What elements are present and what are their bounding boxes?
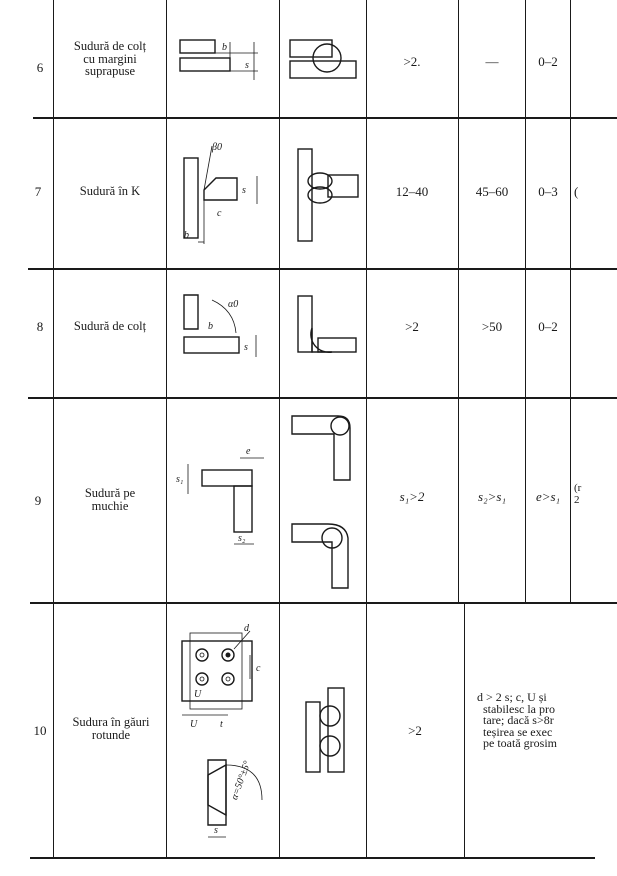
thickness-value: 12–40 <box>395 184 429 199</box>
dim-e-label: e <box>246 446 251 457</box>
angle-value: s₂>s₁ <box>478 489 506 504</box>
thickness-value: s₁>2 <box>399 489 425 504</box>
column-divider <box>279 0 281 857</box>
dim-s1-label: s₁ <box>176 474 183 485</box>
column-divider <box>166 0 168 857</box>
joint-name: Sudură în K <box>79 184 141 198</box>
column-divider <box>464 602 466 857</box>
column-divider <box>53 0 55 857</box>
thickness-value: >2 <box>405 319 419 334</box>
weld-section-drawing <box>289 39 357 79</box>
row-divider <box>28 268 617 270</box>
column-divider <box>458 0 460 602</box>
dim-c-label: c <box>217 208 222 219</box>
dim-s-label: s <box>242 185 246 196</box>
table-bottom-rule <box>30 857 595 859</box>
angle-value: >50 <box>481 319 503 334</box>
joint-preparation-drawing: d c U U t α=50°±5° s <box>181 623 263 838</box>
edge-fragment: (r 2 <box>574 482 582 506</box>
joint-preparation-drawing: b s <box>179 39 258 80</box>
dim-d-label: d <box>244 623 250 634</box>
dim-s-label: s <box>245 60 249 71</box>
thickness-value: >2 <box>408 723 422 738</box>
column-divider <box>366 0 368 857</box>
weld-section-drawing <box>297 295 357 353</box>
row-number: 10 <box>33 723 47 738</box>
joint-name: Sudură de colț cu margini suprapuse <box>73 39 147 78</box>
joint-preparation-drawing: s₁ e s₂ <box>176 446 264 545</box>
weld-section-drawing <box>297 148 359 242</box>
gap-value: 0–2 <box>538 54 558 69</box>
row-divider <box>33 117 617 119</box>
joint-name: Sudura în găuri rotunde <box>72 715 150 742</box>
row-number: 8 <box>36 319 44 334</box>
weld-section-drawing <box>305 687 345 773</box>
joint-name: Sudură pe muchie <box>84 486 136 513</box>
angle-value: 45–60 <box>475 184 509 199</box>
dim-b-label: b <box>222 42 227 53</box>
dim-s-label: s <box>214 825 218 836</box>
edge-fragment: ( <box>574 184 579 199</box>
row-divider <box>28 397 617 399</box>
gap-value: e>s₁ <box>535 489 561 504</box>
angle-value: — <box>485 54 499 69</box>
dim-b-label: b <box>208 321 213 332</box>
dim-s2-label: s₂ <box>238 533 246 544</box>
column-divider <box>525 0 527 602</box>
dim-u-label: U <box>190 719 198 730</box>
row-number: 9 <box>34 493 42 508</box>
dim-u-side-label: U <box>194 689 202 700</box>
row-number: 6 <box>36 60 44 75</box>
weld-section-drawing <box>291 415 351 481</box>
dim-alpha-label: α=50°±5° <box>229 760 253 802</box>
dim-c-label: c <box>256 663 261 674</box>
joint-note: d > 2 s; c, U și stabilesc la pro tare; … <box>477 692 557 750</box>
dim-s-label: s <box>244 342 248 353</box>
column-divider <box>570 0 572 602</box>
dim-t-label: t <box>220 719 223 730</box>
joint-preparation-drawing: β0 c s b <box>183 142 258 244</box>
joint-preparation-drawing: α0 b s <box>183 294 257 357</box>
weld-section-drawing <box>291 523 349 589</box>
dim-beta-label: β0 <box>211 142 222 153</box>
dim-b-label: b <box>184 230 189 241</box>
gap-value: 0–2 <box>538 319 558 334</box>
thickness-value: >2. <box>403 54 421 69</box>
joint-name: Sudură de colț <box>73 319 147 333</box>
row-number: 7 <box>34 184 42 199</box>
dim-alpha-label: α0 <box>228 299 238 310</box>
row-divider <box>30 602 617 604</box>
gap-value: 0–3 <box>538 184 558 199</box>
